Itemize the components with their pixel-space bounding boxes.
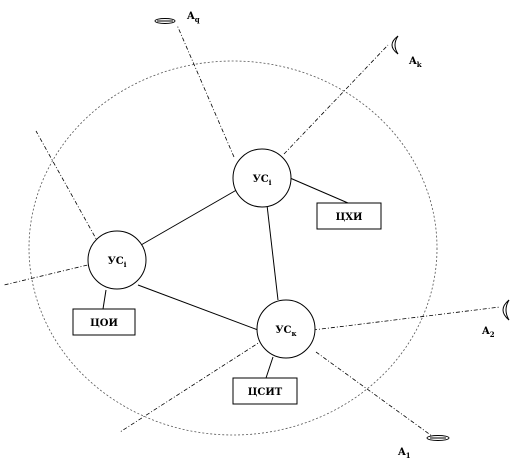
terminal-a2-label: A: [481, 326, 490, 337]
link-left-to-outside-top: [35, 130, 100, 245]
terminal-a2-subscript: 2: [490, 330, 495, 339]
box-coi: ЦОИ: [72, 308, 136, 336]
link-right-csit: [265, 356, 274, 379]
terminal-aq: Aq: [154, 11, 200, 24]
node-left-subscript: i: [124, 260, 127, 269]
node-center-subscript: i: [269, 178, 272, 187]
link-right-to-a1: [315, 351, 433, 437]
node-right-label: УС: [275, 325, 291, 336]
terminal-a1: A1: [397, 435, 450, 460]
box-cxi-label: ЦХИ: [336, 212, 363, 223]
terminal-aq-subscript: q: [195, 15, 200, 24]
link-left-right: [137, 284, 259, 331]
link-left-to-outside-left: [3, 262, 97, 286]
node-right: УСк: [256, 299, 316, 359]
node-center: УСi: [232, 148, 292, 208]
terminal-ak-label: A: [408, 56, 417, 67]
box-coi-label: ЦОИ: [90, 318, 118, 329]
svg-text:Aq: Aq: [186, 11, 200, 24]
terminal-ak: Ak: [391, 35, 422, 69]
link-left-coi: [102, 289, 107, 310]
link-center-cxi: [289, 177, 349, 204]
node-right-subscript: к: [292, 329, 297, 338]
terminal-aq-label: A: [186, 11, 195, 22]
svg-text:A1: A1: [397, 447, 411, 460]
svg-text:УСк: УСк: [275, 325, 296, 338]
network-boundary: [28, 60, 438, 436]
box-csit: ЦСИТ: [232, 377, 298, 405]
svg-text:A2: A2: [481, 326, 495, 339]
node-left-label: УС: [108, 256, 124, 267]
box-cxi: ЦХИ: [316, 202, 382, 230]
terminal-ak-subscript: k: [417, 60, 422, 69]
node-center-label: УС: [253, 174, 269, 185]
box-csit-label: ЦСИТ: [248, 387, 283, 398]
svg-text:УСi: УСi: [253, 174, 272, 187]
link-right-to-a2: [312, 306, 501, 331]
svg-text:УСi: УСi: [108, 256, 127, 269]
terminal-a1-subscript: 1: [406, 451, 411, 460]
svg-text:Ak: Ak: [408, 56, 422, 69]
link-center-right: [266, 204, 279, 301]
link-center-to-aq: [176, 24, 235, 158]
node-left: УСi: [87, 230, 147, 290]
link-center-left: [140, 187, 241, 246]
link-right-to-outside-bottom: [119, 339, 264, 433]
link-center-to-ak: [283, 44, 389, 155]
terminal-a1-label: A: [397, 447, 406, 458]
terminal-a2: A2: [481, 299, 510, 339]
